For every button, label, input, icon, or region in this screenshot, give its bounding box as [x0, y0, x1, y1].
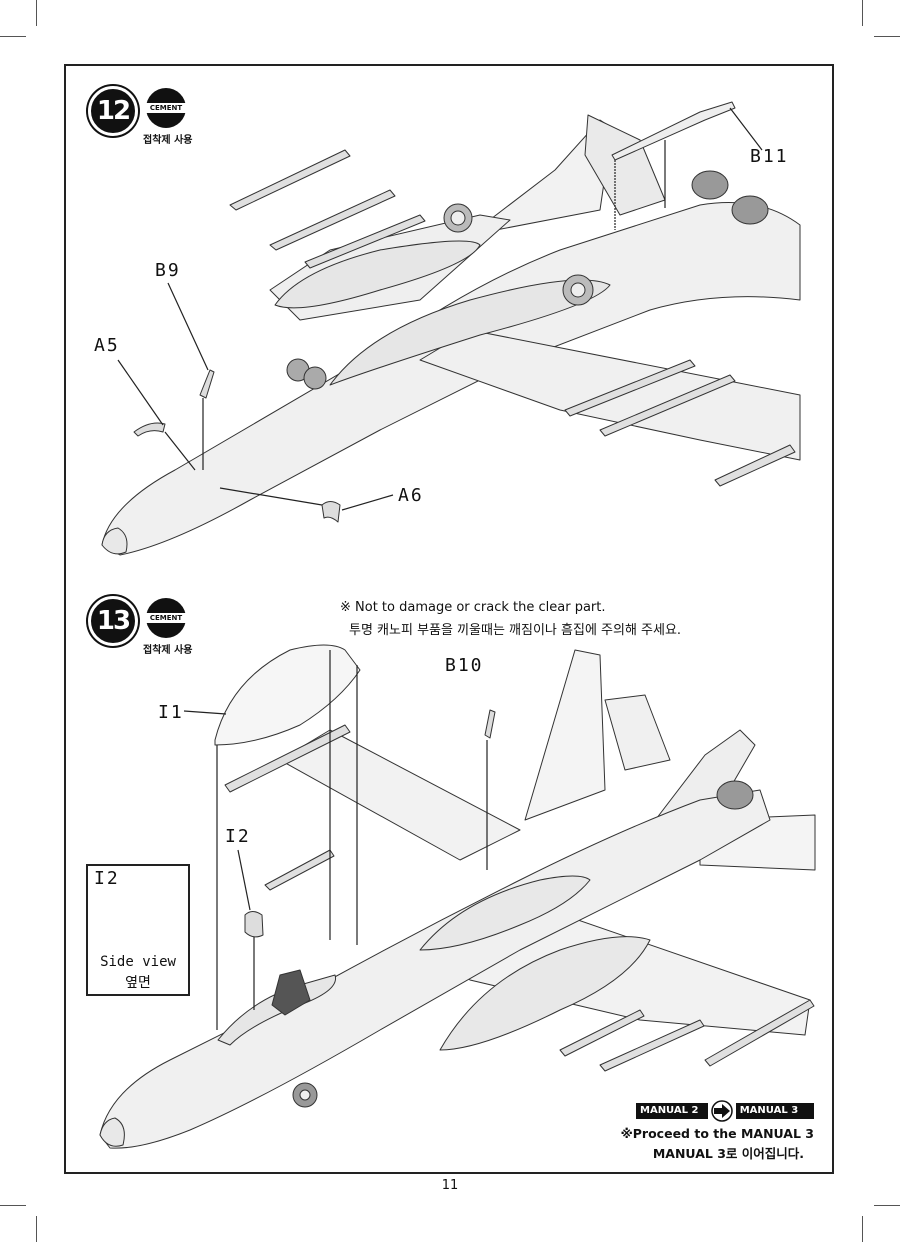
manual-from-label: MANUAL 2 — [636, 1103, 709, 1119]
cement-icon: CEMENT — [146, 598, 186, 638]
part-label-b10: B10 — [445, 655, 484, 676]
part-b9-shape — [199, 369, 215, 399]
side-view-label-english: Side view — [100, 954, 176, 970]
part-i1-shape — [214, 644, 361, 746]
step12-aircraft-drawing — [101, 101, 801, 556]
page-number: 11 — [441, 1178, 459, 1193]
part-label-i2: I2 — [225, 826, 251, 847]
part-label-a6: A6 — [398, 485, 424, 506]
proceed-note-english: ※Proceed to the MANUAL 3 — [620, 1126, 814, 1141]
cement-label-korean: 접착제 사용 — [143, 645, 193, 656]
part-label-b9: B9 — [155, 260, 181, 281]
crop-mark — [862, 1216, 863, 1242]
part-a5-shape — [133, 422, 166, 437]
clear-part-note-english: ※ Not to damage or crack the clear part. — [340, 600, 606, 615]
part-label-a5: A5 — [94, 335, 120, 356]
manual-to-label: MANUAL 3 — [735, 1103, 814, 1119]
crop-mark — [874, 1205, 900, 1206]
crop-mark — [874, 36, 900, 37]
cement-label: CEMENT — [146, 103, 186, 113]
crop-mark — [36, 0, 37, 26]
crop-mark — [0, 1205, 26, 1206]
part-i2-shape — [244, 911, 264, 938]
manual-navigation-bar: MANUAL 2 MANUAL 3 — [636, 1103, 814, 1119]
step-12-number: 12 — [88, 86, 138, 136]
crop-mark — [0, 36, 26, 37]
arrow-right-icon — [711, 1100, 733, 1122]
cement-label: CEMENT — [146, 613, 186, 623]
side-view-part-label: I2 — [94, 868, 120, 889]
part-label-i1: I1 — [158, 702, 184, 723]
clear-part-note-korean: 투명 캐노피 부품을 끼울때는 깨짐이나 흠집에 주의해 주세요. — [349, 623, 682, 638]
crop-mark — [862, 0, 863, 26]
side-view-inset: I2 Side view 옆면 — [86, 864, 190, 996]
part-label-b11: B11 — [750, 146, 789, 167]
side-view-label-korean: 옆면 — [125, 975, 151, 991]
crop-mark — [36, 1216, 37, 1242]
cement-icon: CEMENT — [146, 88, 186, 128]
step-13-number: 13 — [88, 596, 138, 646]
part-a6-shape — [321, 501, 341, 523]
part-b11-shape — [611, 101, 736, 161]
step13-aircraft-drawing — [99, 644, 816, 1149]
part-b10-shape — [484, 709, 496, 739]
cement-label-korean: 접착제 사용 — [143, 135, 193, 146]
proceed-note-korean: MANUAL 3로 이어집니다. — [652, 1146, 804, 1161]
page-frame — [64, 64, 834, 1174]
